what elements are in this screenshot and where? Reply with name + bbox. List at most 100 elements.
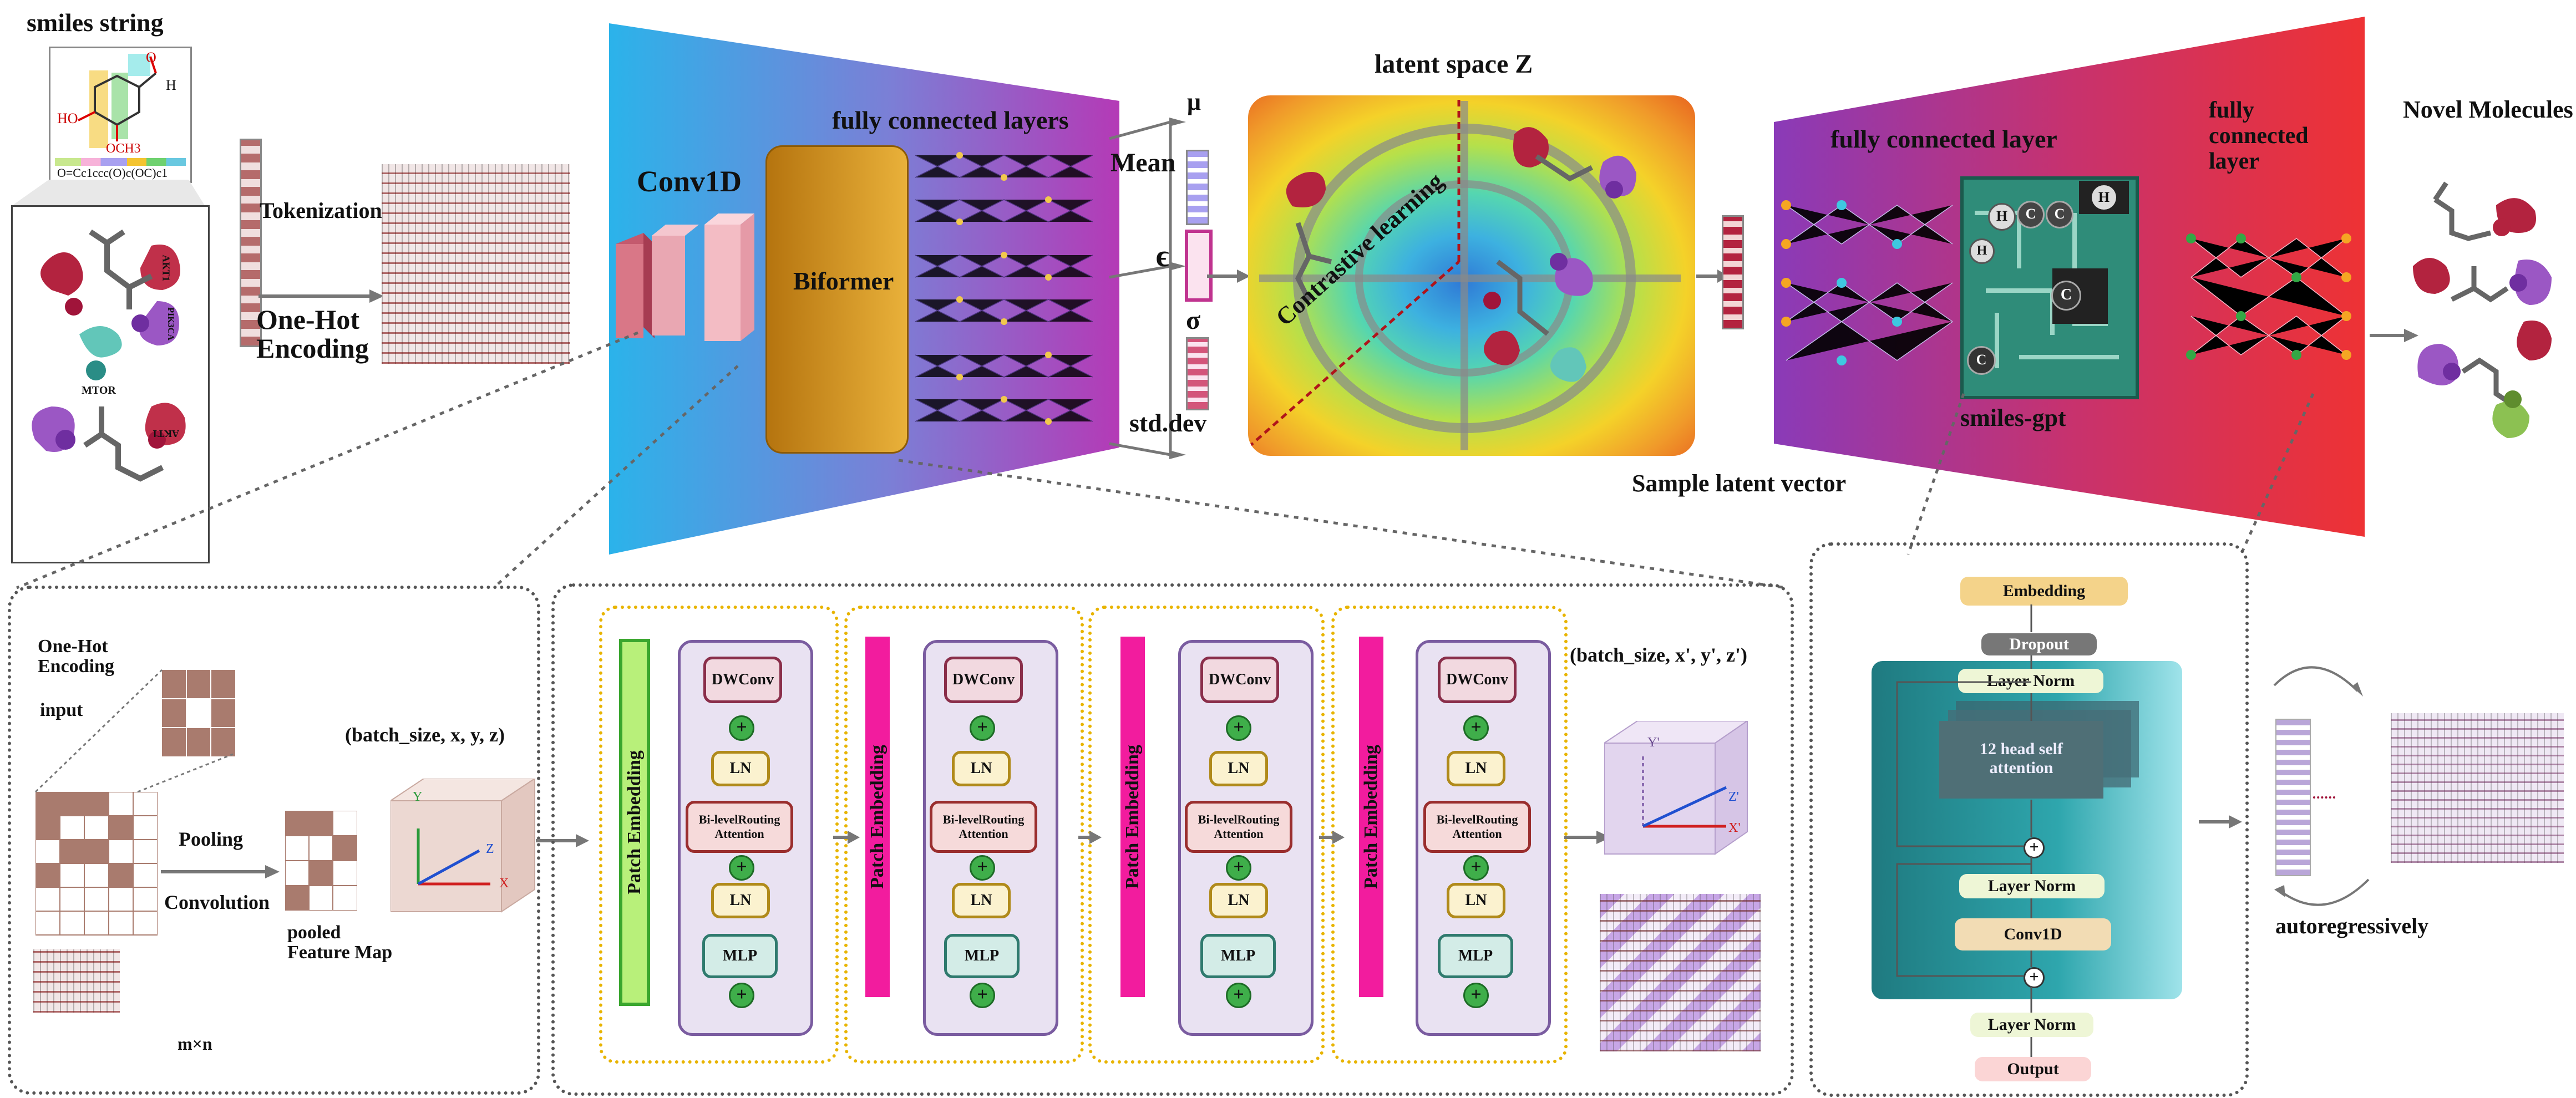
chip-atom-c2: C xyxy=(2046,201,2073,228)
layer-norm-1: Layer Norm xyxy=(1958,669,2103,693)
conv-dotted-lines xyxy=(34,669,234,793)
axis-y-out: Y' xyxy=(1647,735,1660,750)
axis-x-in: X xyxy=(499,876,509,891)
axis-x-out: X' xyxy=(1728,821,1741,835)
tokenization-label: Tokenization xyxy=(260,198,382,223)
chip-atom-c1: C xyxy=(2017,201,2045,228)
stage-2 xyxy=(844,606,1084,1064)
pooled-feature-label: pooled Feature Map xyxy=(287,922,393,963)
arrow-to-grid xyxy=(258,289,384,303)
gpt-detail-panel xyxy=(1809,542,2249,1097)
attention-box: 12 head self attention xyxy=(1939,721,2103,799)
plus-gpt-1: + xyxy=(2024,837,2045,858)
arrow-to-autoreg xyxy=(2199,815,2242,828)
input-cube xyxy=(391,779,536,913)
input-label: input xyxy=(40,700,83,720)
mxn-label: m×n xyxy=(178,1034,212,1054)
onehot-matrix-bottom xyxy=(33,949,120,1013)
shape-label-in: (batch_size, x, y, z) xyxy=(345,724,505,746)
latent-space-map xyxy=(1248,95,1695,456)
biformer-block xyxy=(765,145,909,454)
ln-4a: LN xyxy=(1447,751,1505,786)
fc-layers-label: fully connected layers xyxy=(832,106,1069,134)
arrow-to-biformer-detail xyxy=(536,834,589,847)
std-vector xyxy=(1186,337,1209,410)
smiles-gpt-label: smiles-gpt xyxy=(1960,404,2066,431)
output-box: Output xyxy=(1975,1057,2091,1081)
axis-z-in: Z xyxy=(486,842,494,856)
autoreg-input-strip xyxy=(2275,719,2311,876)
fc-network-encoder xyxy=(915,152,1093,425)
plus-2a: + xyxy=(970,715,995,741)
biformer-detail-panel xyxy=(551,583,1794,1096)
plus-4a: + xyxy=(1463,715,1489,741)
chip-atom-h2: H xyxy=(2079,181,2129,214)
autoreg-dots xyxy=(2313,796,2335,801)
biformer-label: Biformer xyxy=(793,267,894,295)
dwconv-2: DWConv xyxy=(944,657,1023,703)
ln-1b: LN xyxy=(711,883,770,918)
shape-label-out: (batch_size, x', y', z') xyxy=(1570,644,1747,666)
mlp-1: MLP xyxy=(702,934,778,978)
plus-gpt-2: + xyxy=(2024,967,2045,988)
molecule-zoom-lines xyxy=(11,180,205,206)
mlp-3: MLP xyxy=(1200,934,1276,978)
plus-2b: + xyxy=(970,855,995,881)
stage-arrows xyxy=(833,831,1611,844)
ln-1a: LN xyxy=(711,751,770,786)
onehot-matrix-top xyxy=(382,164,570,364)
layer-norm-3: Layer Norm xyxy=(1970,1013,2093,1037)
sample-latent-label: Sample latent vector xyxy=(1632,470,1847,497)
encoder-output-arrows xyxy=(1109,118,1186,459)
chip-atom-c-center: C xyxy=(2051,281,2081,311)
plus-1a: + xyxy=(729,715,754,741)
autoreg-output-matrix xyxy=(2391,713,2564,863)
bi-routing-4: Bi-levelRouting Attention xyxy=(1423,801,1531,853)
ln-3b: LN xyxy=(1209,883,1268,918)
plus-3c: + xyxy=(1226,983,1251,1008)
mlp-4: MLP xyxy=(1438,934,1513,978)
autoreg-curves xyxy=(2273,666,2370,906)
autoregressively-label: autoregressively xyxy=(2275,913,2429,938)
atom-h: H xyxy=(166,77,176,93)
output-feature-matrix xyxy=(1600,894,1761,1051)
smiles-text: O=Cc1ccc(O)c(OC)c1 xyxy=(57,166,168,180)
std-dev-label: std.dev xyxy=(1129,409,1207,437)
convolution-label: Convolution xyxy=(164,891,270,913)
arrow-to-latent xyxy=(1207,270,1250,283)
plus-4c: + xyxy=(1463,983,1489,1008)
kernel-grid xyxy=(162,670,235,756)
axis-z-out: Z' xyxy=(1728,790,1739,804)
pooling-label: Pooling xyxy=(179,828,244,850)
aldehyde-molecule-icon xyxy=(78,54,157,148)
sampled-vector xyxy=(1722,215,1744,329)
novel-molecules-label: Novel Molecules xyxy=(2403,96,2573,123)
ln-3a: LN xyxy=(1209,751,1268,786)
protein-molecule-panel: AKT1 PIK3CA MTOR AKT1 xyxy=(11,205,210,563)
novel-molecules-illustration-icon xyxy=(2413,181,2552,438)
mlp-2: MLP xyxy=(944,934,1020,978)
bi-routing-2: Bi-levelRouting Attention xyxy=(930,801,1037,853)
input-grid xyxy=(36,792,158,936)
bi-routing-1: Bi-levelRouting Attention xyxy=(686,801,793,853)
plus-1c: + xyxy=(729,983,754,1008)
fc-layer2-label: fully connected layer xyxy=(2209,98,2309,174)
sigma-symbol: σ xyxy=(1186,306,1201,335)
fc-network-decoder-right xyxy=(2186,233,2351,360)
stage-1 xyxy=(599,606,839,1064)
color-bar xyxy=(55,158,186,166)
latent-rings xyxy=(1248,95,1681,450)
arrow-to-novel xyxy=(2370,329,2418,342)
patch-embedding-1: Patch Embedding xyxy=(619,639,650,1006)
plus-3b: + xyxy=(1226,855,1251,881)
patch-embedding-4: Patch Embedding xyxy=(1359,637,1383,997)
dwconv-3: DWConv xyxy=(1200,657,1279,703)
mu-symbol: μ xyxy=(1187,88,1201,115)
molecule-card: O H HO OCH3 O=Cc1ccc(O)c(OC)c1 xyxy=(49,47,192,183)
smiles-title: smiles string xyxy=(27,8,164,37)
chip-atom-c3: C xyxy=(1967,346,1996,375)
fc-network-decoder-left xyxy=(1781,200,1953,365)
atom-och3: OCH3 xyxy=(106,141,141,156)
protein-label-mtor: MTOR xyxy=(82,384,116,396)
epsilon-symbol: ϵ xyxy=(1156,239,1169,273)
